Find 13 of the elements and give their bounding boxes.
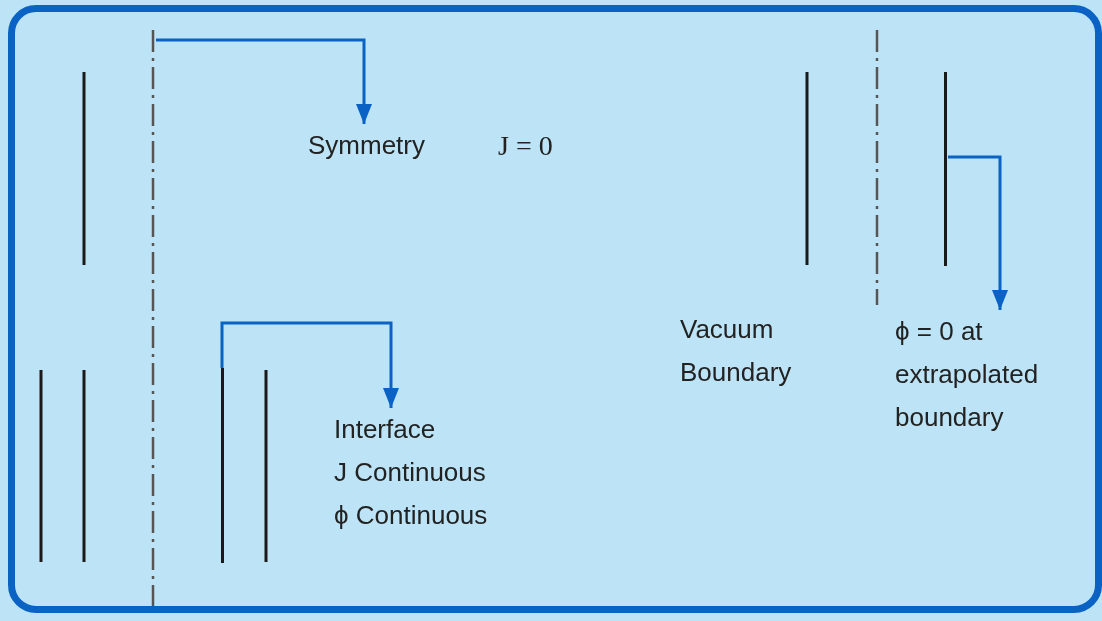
annotation-text: ϕ Continuous bbox=[334, 499, 489, 532]
leader-arrow bbox=[948, 155, 1008, 310]
plate-line bbox=[944, 72, 947, 266]
leader-arrow bbox=[220, 321, 399, 408]
annotation-text: ϕ = 0 at extrapolated boundary bbox=[895, 315, 1040, 434]
boundary-label: Vacuum Boundary bbox=[680, 313, 793, 389]
annotation-text: Interface bbox=[334, 413, 437, 446]
equation: J = 0 bbox=[498, 129, 553, 163]
annotation-text: J Continuous bbox=[334, 456, 487, 489]
plate-line bbox=[221, 368, 224, 563]
leader-arrow bbox=[156, 38, 372, 124]
symmetry-centerline bbox=[150, 30, 156, 606]
annotation-text: Symmetry bbox=[308, 129, 426, 162]
